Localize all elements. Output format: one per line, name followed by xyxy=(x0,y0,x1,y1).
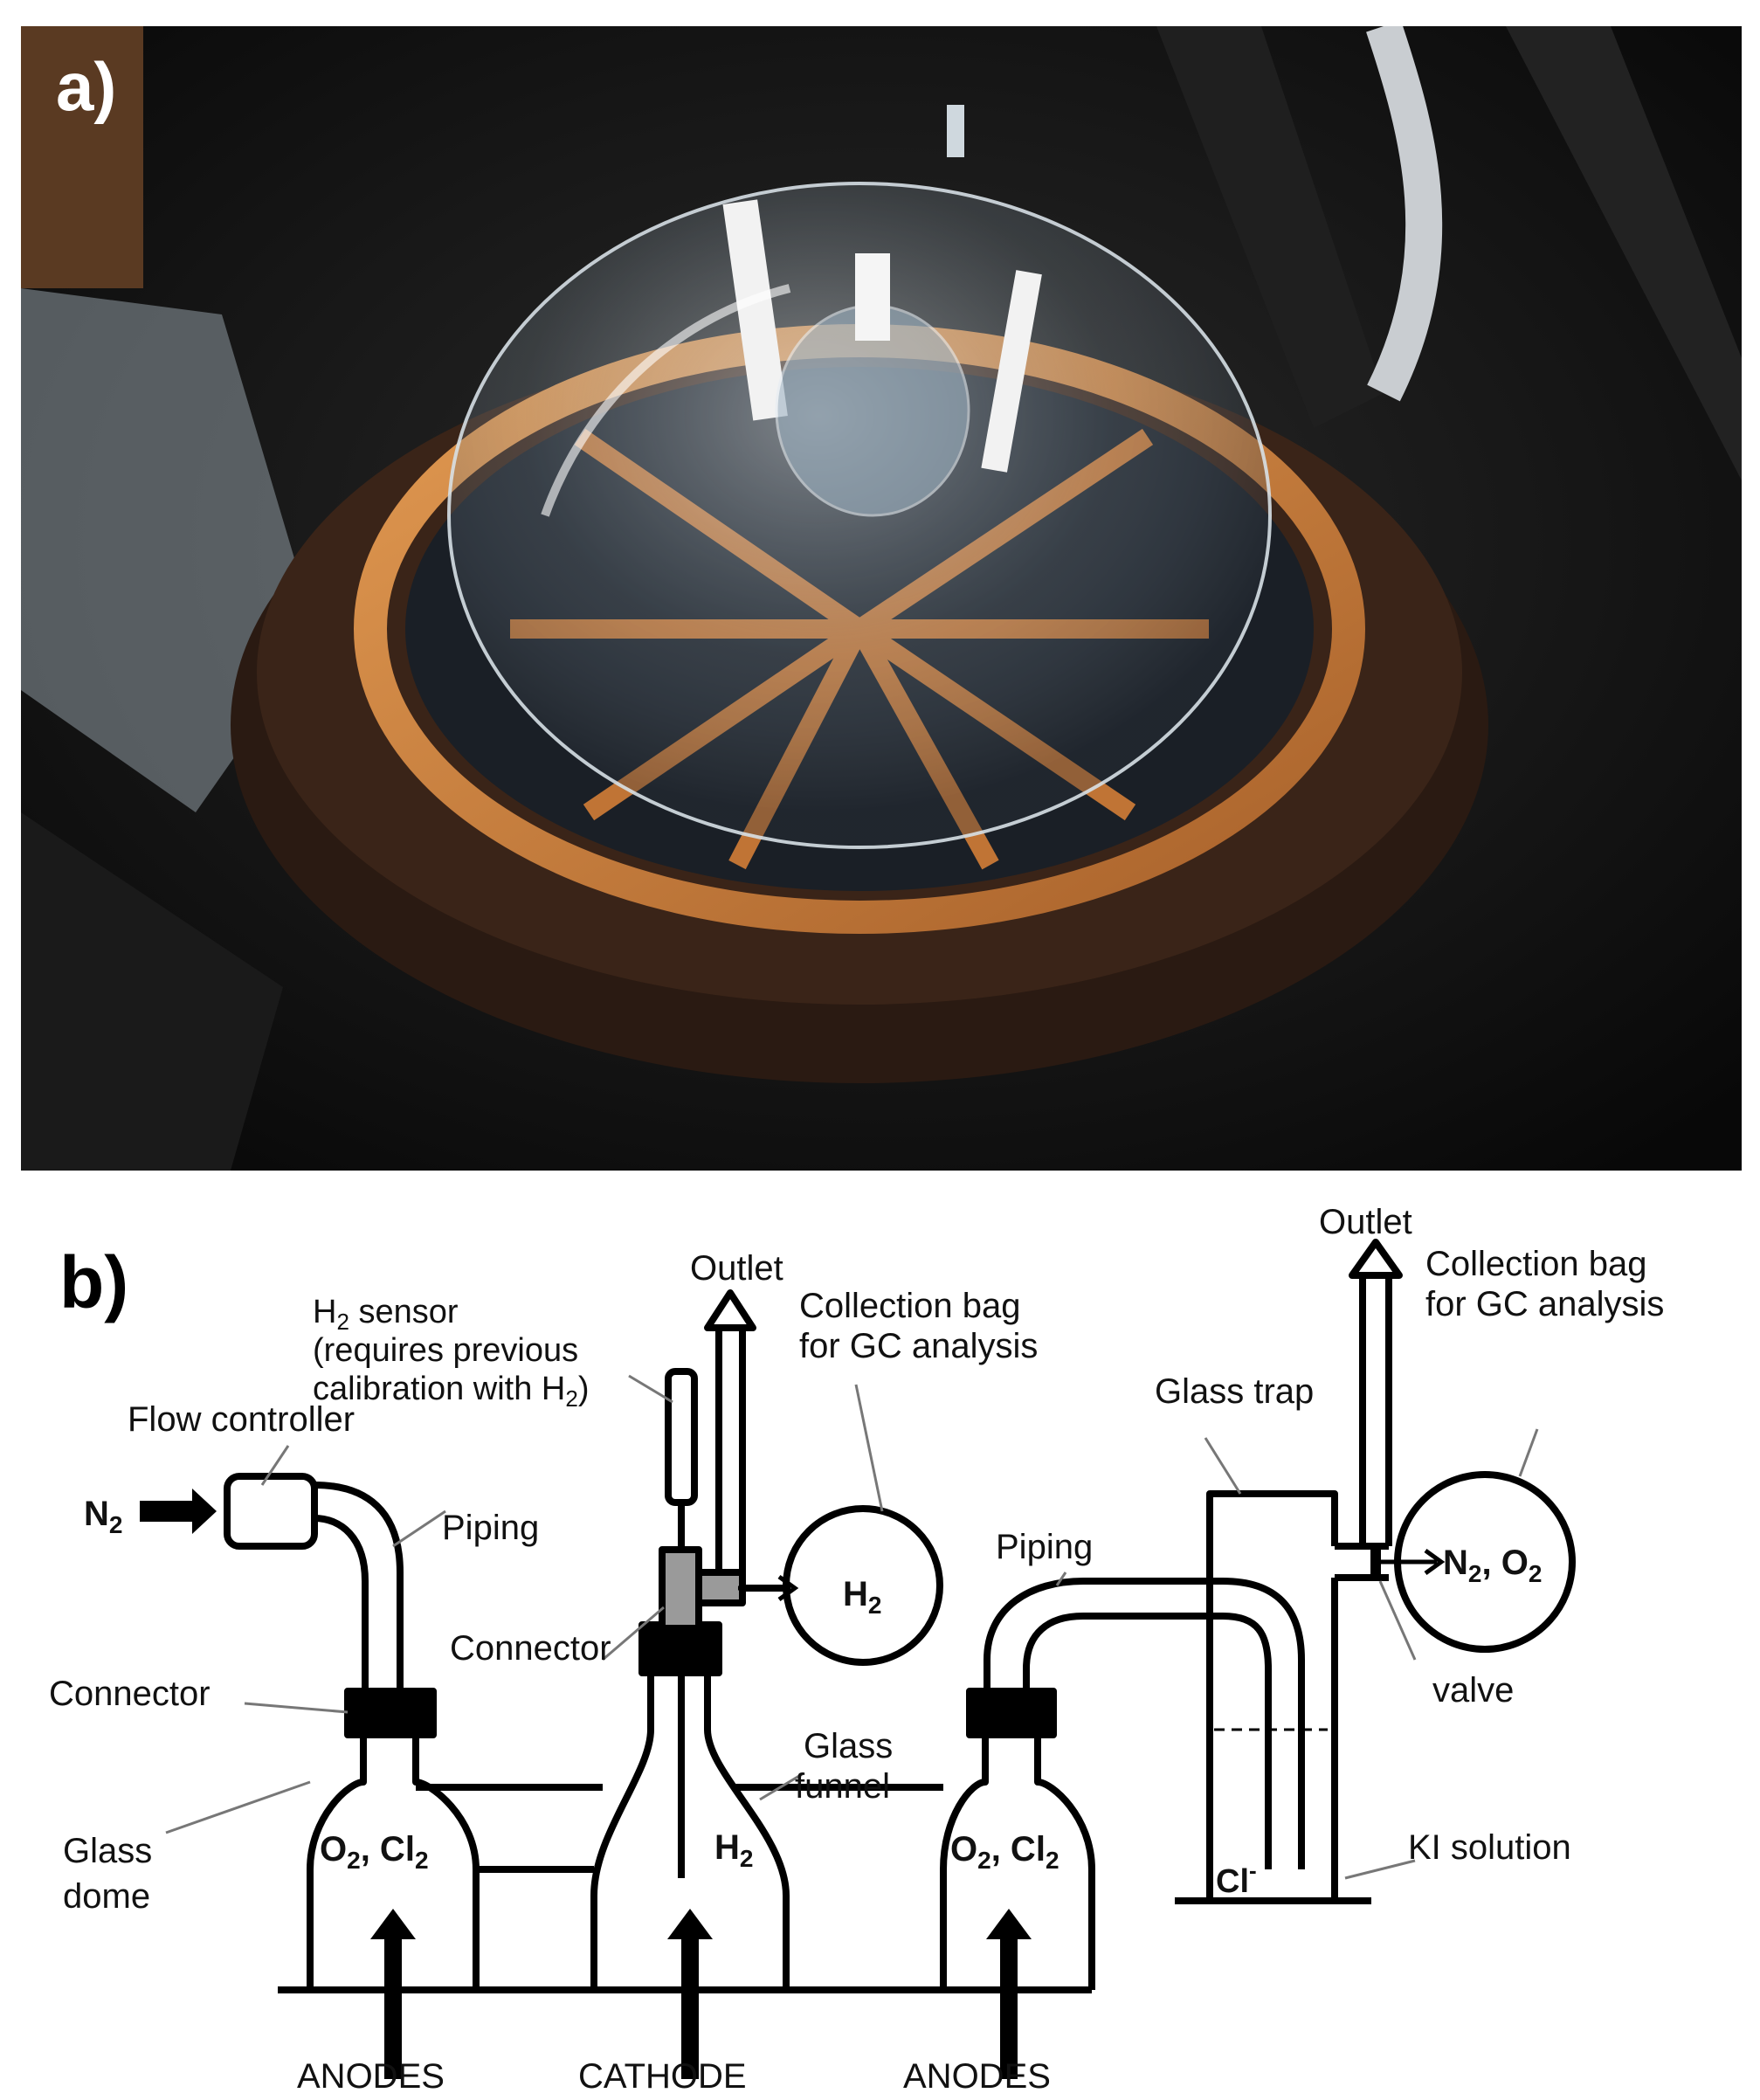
collection-bag-middle-label: Collection bag xyxy=(799,1287,1021,1325)
dome-port xyxy=(947,105,964,157)
middle-connector-gray xyxy=(659,1546,702,1632)
piping-right-label: Piping xyxy=(996,1528,1093,1566)
schematic-diagram: Outlet Outlet H2 sensor (requires previo… xyxy=(49,1203,1664,2096)
leader-valve xyxy=(1378,1580,1417,1661)
leader-glass-trap xyxy=(1204,1437,1242,1495)
leader-glass-dome xyxy=(165,1780,311,1834)
cloth-fold xyxy=(21,812,283,1171)
h2-sensor-label-line3: calibration with H2) xyxy=(313,1371,589,1412)
right-piping-inner xyxy=(1023,1613,1170,1691)
leader-ki-solution xyxy=(1344,1859,1416,1880)
photo-panel xyxy=(21,26,1742,1171)
leader-glass-funnel xyxy=(759,1772,804,1801)
anodes-right-label: ANODES xyxy=(903,2057,1051,2096)
n2-inlet-arrow xyxy=(140,1489,217,1534)
panel-b-label: b) xyxy=(59,1241,129,1323)
left-connector xyxy=(344,1688,437,1738)
connector-left-label: Connector xyxy=(49,1675,211,1713)
dome-left-gas-label: O2, Cl2 xyxy=(320,1830,429,1874)
cathode-label: CATHODE xyxy=(578,2057,747,2096)
collection-bag-right-label-2: for GC analysis xyxy=(1425,1285,1664,1323)
connector-middle-label: Connector xyxy=(450,1629,611,1668)
electrode-holder xyxy=(981,270,1042,473)
h2-bag-label: H2 xyxy=(843,1575,881,1619)
left-piping-inner xyxy=(314,1482,404,1691)
cloth-fold xyxy=(1506,26,1742,480)
collection-bag-middle-label-2: for GC analysis xyxy=(799,1327,1038,1365)
middle-connector-tee xyxy=(695,1569,746,1606)
h2-flow-arrow xyxy=(738,1574,799,1602)
leader-collection-bag-middle xyxy=(854,1384,884,1512)
cloth-fold xyxy=(1156,26,1384,428)
cl-minus-label: Cl- xyxy=(1216,1857,1257,1900)
n2-o2-label: N2, O2 xyxy=(1443,1544,1542,1587)
right-piping xyxy=(984,1578,1170,1691)
right-connector xyxy=(966,1688,1057,1738)
flow-controller-label: Flow controller xyxy=(128,1400,355,1439)
h2-sensor-box xyxy=(665,1368,698,1506)
middle-outlet-arrow xyxy=(704,1289,756,1331)
right-outlet-arrow xyxy=(1349,1239,1403,1279)
glass-trap xyxy=(1206,1490,1338,1901)
flow-controller-box xyxy=(224,1473,318,1550)
left-glass-dome xyxy=(307,1730,480,1990)
leader-piping-left xyxy=(392,1509,446,1548)
right-glass-dome xyxy=(940,1730,1095,1990)
dome-right-gas-label: O2, Cl2 xyxy=(950,1830,1059,1874)
leader-collection-bag-right xyxy=(1518,1428,1539,1477)
glass-funnel-label-2: funnel xyxy=(795,1767,890,1806)
glass-dome-label: Glass xyxy=(63,1832,152,1870)
anodes-left-label: ANODES xyxy=(297,2057,445,2096)
collection-bag-right-label: Collection bag xyxy=(1425,1245,1647,1283)
leader-connector-middle xyxy=(602,1606,665,1661)
ki-solution-label: KI solution xyxy=(1408,1828,1571,1867)
anodes-left-arrow xyxy=(370,1909,416,2079)
cathode-arrow xyxy=(667,1909,713,2079)
leader-flow-controller xyxy=(260,1445,290,1486)
hose xyxy=(1366,26,1443,402)
leader-piping-right xyxy=(1055,1572,1067,1586)
leader-connector-left xyxy=(244,1702,349,1714)
electrode-holder xyxy=(722,199,788,421)
funnel-h2-label: H2 xyxy=(714,1828,753,1872)
piping-left-label: Piping xyxy=(442,1509,539,1547)
leader-h2-sensor xyxy=(628,1374,673,1404)
trap-dip-pipe xyxy=(1170,1578,1305,1869)
anodes-right-arrow xyxy=(986,1909,1032,2079)
outlet-middle-label: Outlet xyxy=(690,1249,783,1288)
n2-inlet-label: N2 xyxy=(84,1495,122,1538)
glass-trap-label: Glass trap xyxy=(1155,1372,1314,1411)
n2-o2-flow-arrow xyxy=(1380,1548,1446,1576)
trap-dip-pipe-inner xyxy=(1170,1613,1272,1869)
outlet-right-label: Outlet xyxy=(1319,1203,1412,1241)
dome-highlight xyxy=(541,284,791,517)
glass-dome-label-2: dome xyxy=(63,1877,150,1916)
valve-label: valve xyxy=(1432,1671,1514,1710)
h2-sensor-label-line2: (requires previous xyxy=(313,1332,578,1369)
funnel-neck xyxy=(855,253,890,341)
panel-a-label: a) xyxy=(56,48,117,125)
middle-connector-band xyxy=(638,1621,722,1676)
wood-panel xyxy=(21,26,143,288)
middle-glass-funnel xyxy=(590,1660,790,1990)
left-piping xyxy=(314,1515,369,1691)
h2-sensor-label: H2 sensor xyxy=(313,1294,459,1335)
glass-funnel-label: Glass xyxy=(804,1727,893,1765)
